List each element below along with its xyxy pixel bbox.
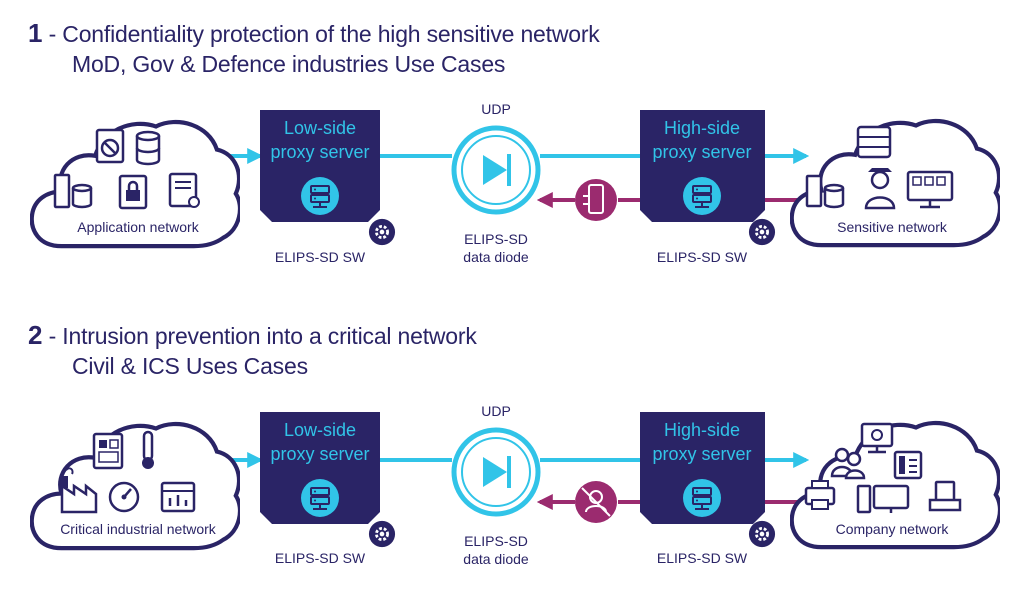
certificate-icon [168, 172, 200, 208]
blocked-intruder-icon [575, 481, 617, 523]
heading-1-number: 1 [28, 18, 43, 48]
server-icon [300, 176, 340, 216]
lowside-label-line2: proxy server [270, 142, 369, 162]
gear-icon [368, 218, 396, 246]
server-rack-icon [856, 125, 892, 159]
data-diode: UDP ELIPS-SD data diode [454, 101, 538, 265]
monitor-icon [860, 422, 894, 454]
gear-icon [368, 520, 396, 548]
users-icon [830, 447, 866, 480]
diagram-1: Application network Low-side proxy serve… [32, 101, 1000, 265]
diode-protocol-label: UDP [481, 101, 511, 117]
heading-2-line1: 2 - Intrusion prevention into a critical… [28, 320, 477, 351]
cloud-label-company: Company network [836, 521, 950, 537]
chart-monitor-icon [160, 481, 196, 513]
diagram-2: Critical industrial network Low-side pro… [32, 403, 1000, 567]
server-icon [682, 478, 722, 518]
heading-2-number: 2 [28, 320, 43, 350]
cloud-sensitive-network: Sensitive network [792, 121, 1000, 245]
diode-caption-line1: ELIPS-SD [464, 533, 528, 549]
highside-label-line1: High-side [664, 420, 740, 440]
locked-file-icon [118, 174, 148, 210]
server-icon [300, 478, 340, 518]
cloud-company-network: Company network [792, 423, 1000, 547]
heading-2-title: - Intrusion prevention into a critical n… [42, 323, 477, 349]
lowside-proxy-box: Low-side proxy server ELIPS-SD SW [260, 110, 396, 265]
computer-database-icon [805, 174, 845, 209]
highside-proxy-box: High-side proxy server ELIPS-SD SW [640, 412, 776, 566]
printer-icon [804, 480, 836, 510]
phone-icon [893, 450, 923, 480]
cloud-label-sensitive: Sensitive network [837, 219, 948, 235]
lowside-label-line1: Low-side [284, 420, 356, 440]
desktop-computer-icon [856, 484, 910, 514]
heading-1: 1 - Confidentiality protection of the hi… [28, 18, 600, 78]
highside-label-line2: proxy server [652, 142, 751, 162]
document-blocked-icon [95, 128, 125, 164]
diode-icon [454, 128, 538, 212]
heading-2-subtitle: Civil & ICS Uses Cases [72, 353, 308, 379]
heading-1-subtitle: MoD, Gov & Defence industries Use Cases [72, 51, 506, 77]
cloud-label-critical: Critical industrial network [60, 521, 217, 537]
cloud-critical-industrial-network: Critical industrial network [32, 424, 240, 548]
diode-caption-line1: ELIPS-SD [464, 231, 528, 247]
heading-1-title: - Confidentiality protection of the high… [42, 21, 600, 47]
highside-caption: ELIPS-SD SW [657, 249, 748, 265]
cloud-application-network: Application network [32, 122, 240, 246]
lowside-caption: ELIPS-SD SW [275, 550, 366, 566]
lowside-label-line2: proxy server [270, 444, 369, 464]
gear-icon [748, 520, 776, 548]
lowside-proxy-box: Low-side proxy server ELIPS-SD SW [260, 412, 396, 566]
highside-label-line2: proxy server [652, 444, 751, 464]
gauge-icon [108, 481, 140, 513]
control-panel-icon [92, 432, 124, 470]
blocked-signal-icon [575, 179, 617, 221]
diode-caption-line2: data diode [463, 249, 529, 265]
server-icon [682, 176, 722, 216]
heading-2: 2 - Intrusion prevention into a critical… [28, 320, 477, 380]
heading-1-line1: 1 - Confidentiality protection of the hi… [28, 18, 600, 49]
diode-caption-line2: data diode [463, 551, 529, 567]
thermometer-icon [142, 430, 154, 469]
monitor-dashboard-icon [906, 170, 954, 209]
diode-protocol-label: UDP [481, 403, 511, 419]
highside-label-line1: High-side [664, 118, 740, 138]
highside-caption: ELIPS-SD SW [657, 550, 748, 566]
file-tray-icon [928, 480, 962, 512]
highside-proxy-box: High-side proxy server ELIPS-SD SW [640, 110, 776, 265]
data-diode: UDP ELIPS-SD data diode [454, 403, 538, 567]
cloud-label-application: Application network [77, 219, 199, 235]
diode-icon [454, 430, 538, 514]
officer-icon [864, 168, 896, 210]
gear-icon [748, 218, 776, 246]
lowside-caption: ELIPS-SD SW [275, 249, 366, 265]
factory-icon [60, 467, 98, 514]
computer-database-icon [53, 173, 93, 209]
lowside-label-line1: Low-side [284, 118, 356, 138]
database-icon [135, 130, 161, 166]
